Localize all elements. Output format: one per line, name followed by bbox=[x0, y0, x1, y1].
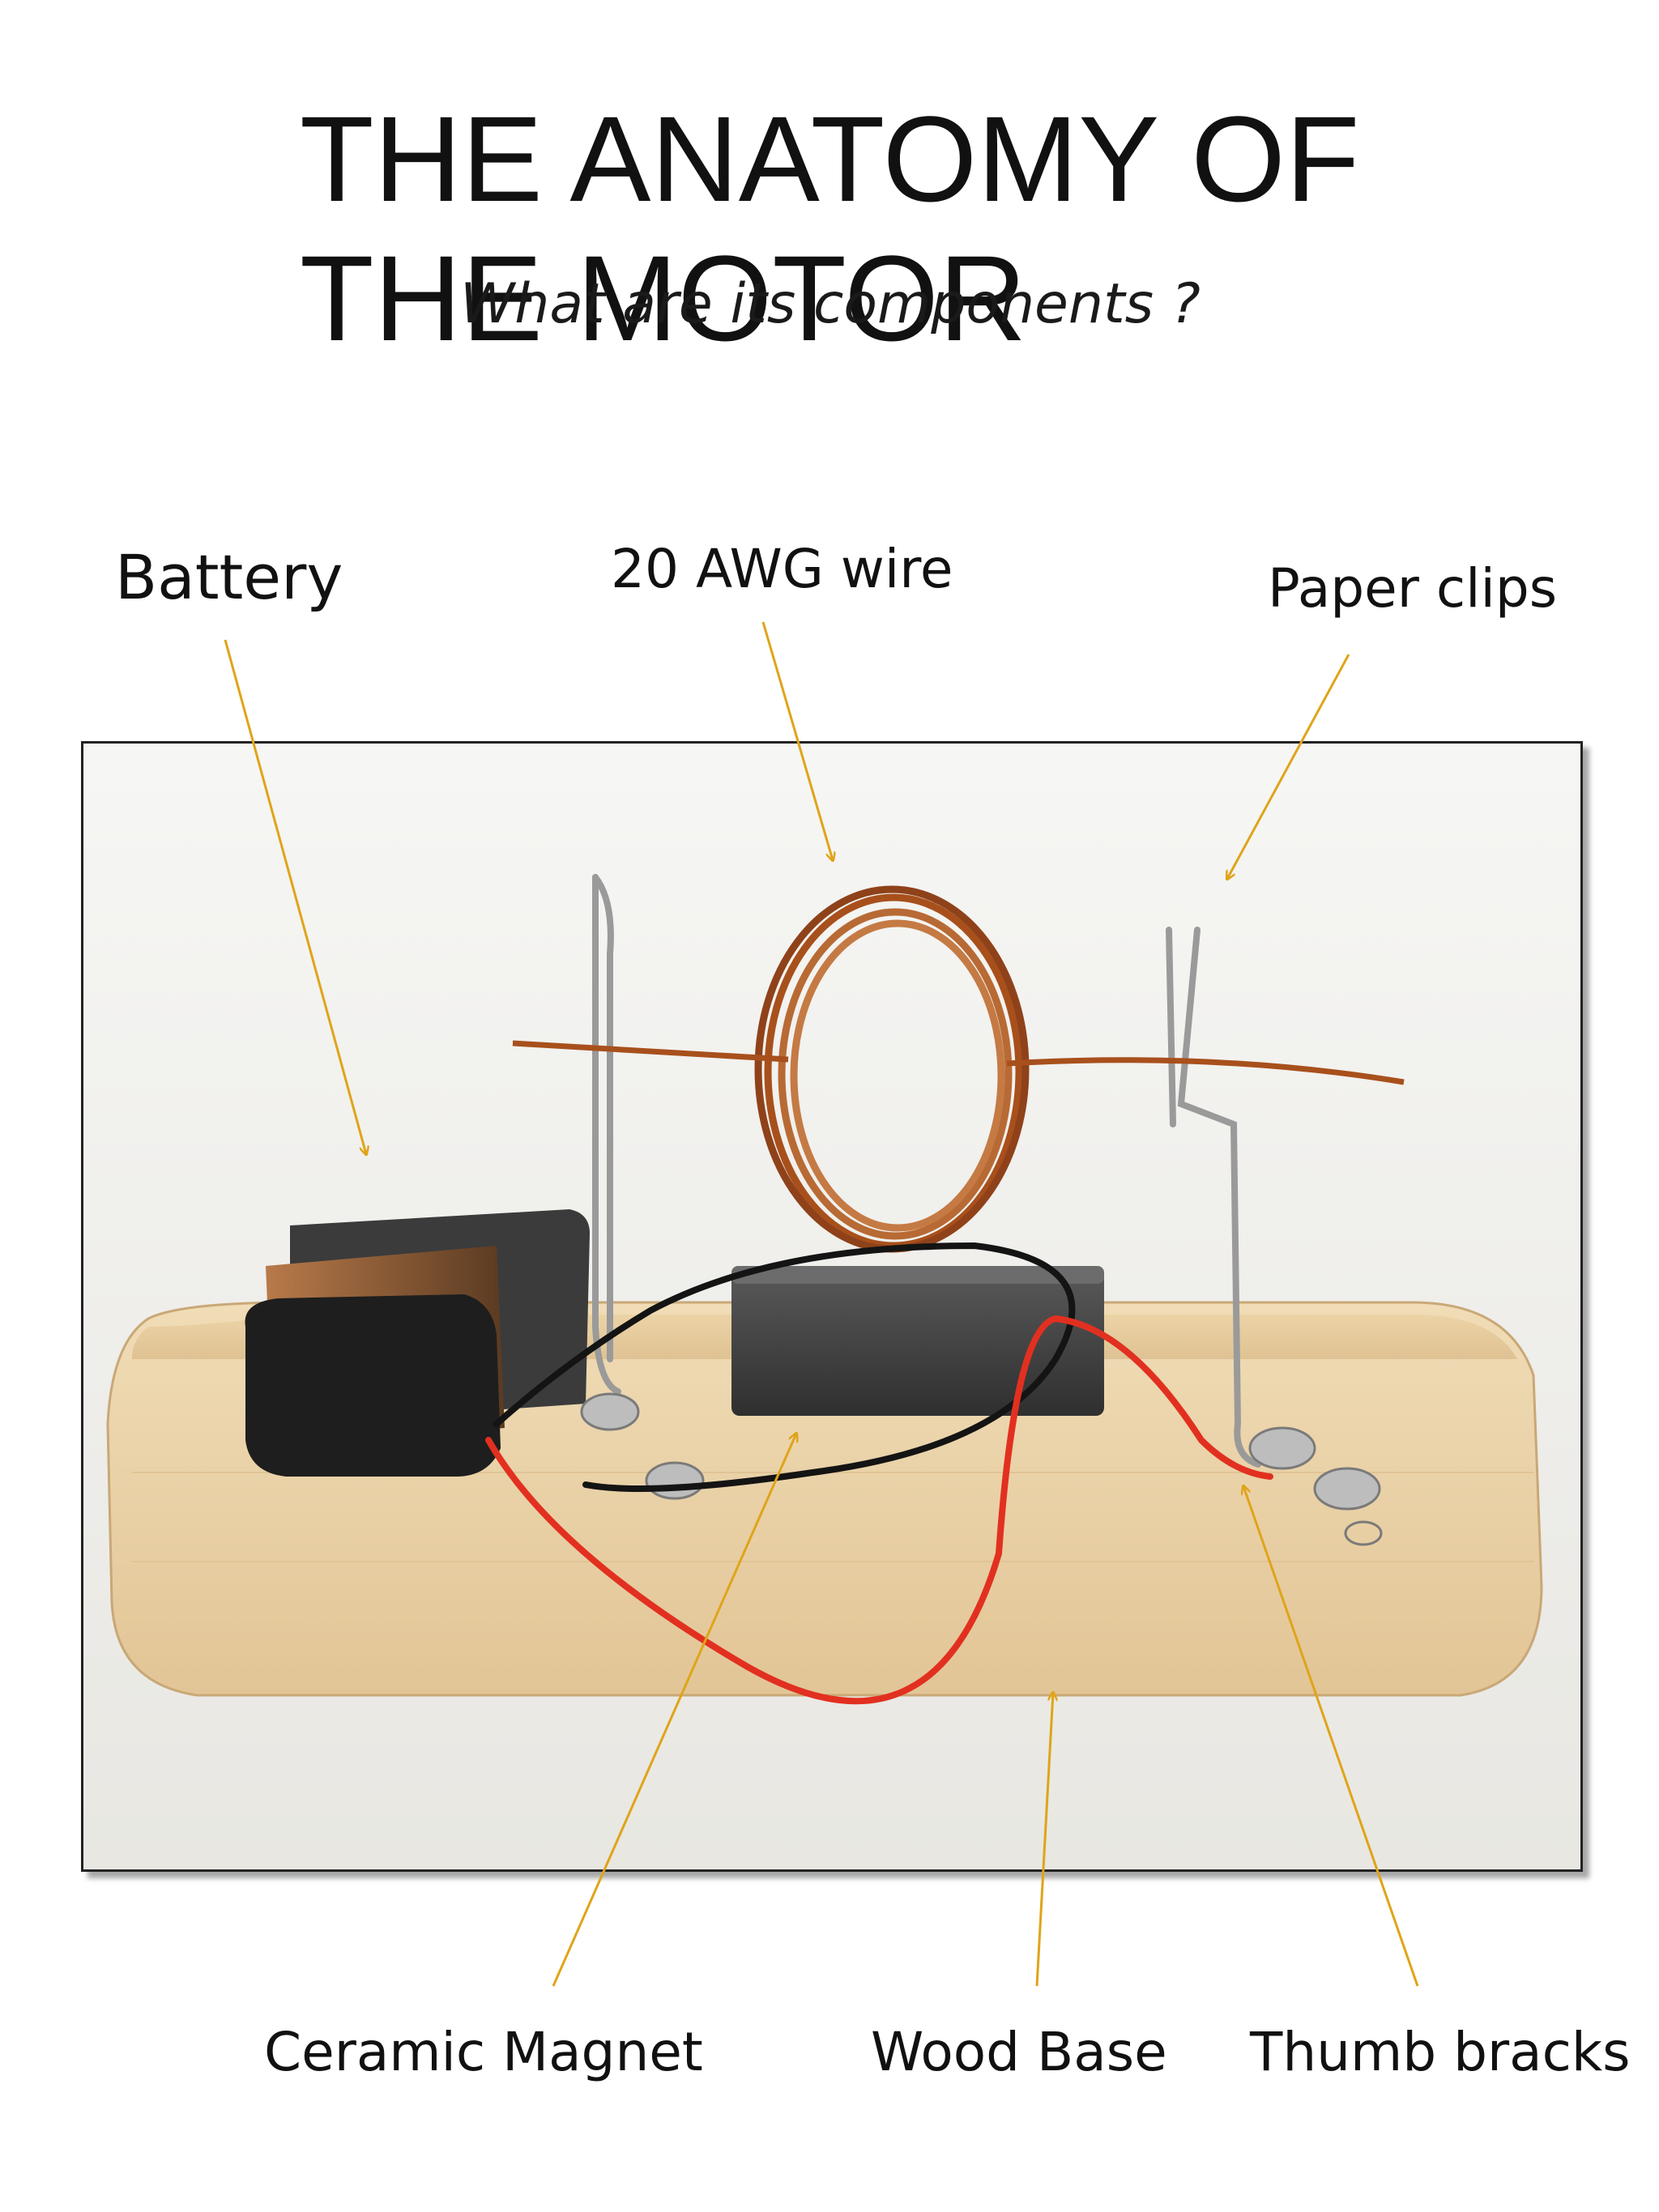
motor-photo bbox=[81, 741, 1583, 1872]
label-ceramic-magnet: Ceramic Magnet bbox=[264, 2021, 703, 2083]
label-thumb-tacks: Thumb bracks bbox=[1250, 2021, 1631, 2083]
battery-shape bbox=[245, 1209, 590, 1477]
label-awg-wire: 20 AWG wire bbox=[611, 538, 953, 600]
label-paper-clips: Paper clips bbox=[1268, 557, 1558, 620]
magnet-shape bbox=[731, 1266, 1104, 1416]
slide-title: THE ANATOMY OF THE MOTOR bbox=[300, 91, 1360, 366]
paper-clip-right bbox=[1166, 927, 1261, 1468]
slide-subtitle: What are its components ? bbox=[460, 272, 1201, 336]
label-battery: Battery bbox=[115, 541, 343, 613]
paper-clip-left bbox=[592, 874, 621, 1395]
label-wood-base: Wood Base bbox=[871, 2021, 1167, 2083]
